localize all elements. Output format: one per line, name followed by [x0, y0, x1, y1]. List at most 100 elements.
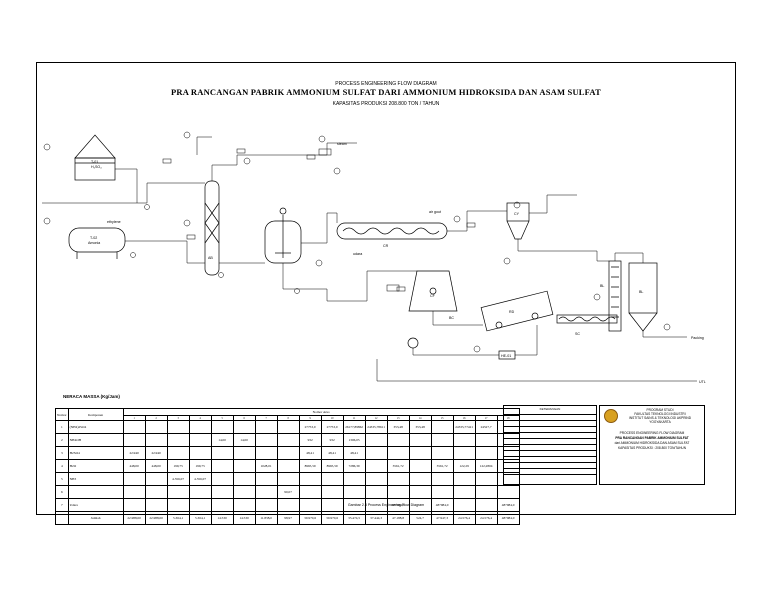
table-cell: 48,41: [298, 446, 322, 460]
label-sc: SC: [575, 332, 580, 336]
table-cell: [408, 459, 432, 473]
total-cell: 24.576,4: [474, 511, 498, 525]
table-cell: [298, 472, 322, 486]
table-cell: [364, 433, 388, 447]
cyclone: [506, 202, 530, 240]
table-cell: [166, 446, 190, 460]
label-steam: steam: [337, 142, 347, 146]
table-cell: [276, 433, 300, 447]
table-cell: [210, 472, 234, 486]
total-cell: 47.188,8: [386, 511, 410, 525]
tank-t02: [68, 227, 126, 259]
total-cell: 98,97: [276, 511, 300, 525]
table-cell: [364, 446, 388, 460]
component-name: NH4OH: [67, 433, 124, 447]
table-cell: [364, 472, 388, 486]
table-cell: [232, 459, 256, 473]
table-cell: [210, 485, 234, 499]
table-cell: [166, 420, 190, 434]
table-cell: 1028,01: [254, 459, 278, 473]
table-cell: 22.940: [122, 446, 146, 460]
table-cell: [144, 485, 168, 499]
flow-diagram: T-01 H₂SO₄ T-02 Amonia AB CR CF RD SC BC…: [42, 131, 706, 384]
table-cell: [122, 433, 146, 447]
table-cell: [122, 485, 146, 499]
total-cell: 14.530: [210, 511, 234, 525]
label-cr: CR: [383, 244, 389, 248]
table-cell: [320, 472, 344, 486]
tb-line3: INSTITUT SAINS & TEKNOLOGI AKPRIND: [628, 416, 692, 420]
title-block: PROGRAM STUDI FAKULTAS TEKNOLOGI INDUSTR…: [599, 405, 705, 485]
table-cell: [408, 485, 432, 499]
table-cell: [144, 433, 168, 447]
table-cell: [298, 485, 322, 499]
table-cell: 448,00: [144, 459, 168, 473]
label-packing: Packing: [691, 336, 704, 340]
table-cell: [364, 485, 388, 499]
table-cell: [232, 446, 256, 460]
table-cell: 4.356,07: [166, 472, 190, 486]
table-cell: 90,07: [276, 485, 300, 499]
table-cell: 122,2804: [474, 459, 498, 473]
table-cell: 22.940: [144, 446, 168, 460]
table-cell: 24335,78611: [364, 420, 388, 434]
table-cell: 353,48: [408, 420, 432, 434]
total-cell: 22.988,00: [144, 511, 168, 525]
piping: [42, 136, 697, 382]
total-cell: 22.988,00: [122, 511, 146, 525]
total-cell: 14.530: [232, 511, 256, 525]
total-cell: 37.444,3: [364, 511, 388, 525]
table-cell: [122, 472, 146, 486]
col-header-arus: Nomor Arus: [122, 408, 520, 416]
university-logo: [604, 409, 618, 423]
instrument-bubbles: [43, 131, 671, 353]
table-cell: [276, 472, 300, 486]
tb-line5: PROCESS ENGINEERING FLOW DIAGRAM: [619, 431, 685, 435]
absorber-column: [204, 180, 220, 276]
table-cell: [342, 472, 366, 486]
label-cf: CF: [430, 294, 436, 298]
table-cell: [408, 433, 432, 447]
table-cell: [430, 420, 454, 434]
table-cell: [474, 433, 498, 447]
table-cell: [452, 485, 476, 499]
tank-t01: [74, 134, 116, 181]
table-cell: 7286,39: [342, 459, 366, 473]
table-cell: 27753,0: [298, 420, 322, 434]
total-cell: 39.970,6: [320, 511, 344, 525]
component-name: H2O: [67, 459, 124, 473]
table-cell: [386, 446, 410, 460]
table-cell: [386, 485, 410, 499]
label-bl: BL: [639, 290, 643, 294]
label-cy: CY: [514, 212, 520, 216]
total-label: Jumlah: [67, 511, 124, 525]
total-cell: 35.474,5: [342, 511, 366, 525]
table-cell: 3561,72: [386, 459, 410, 473]
table-cell: [276, 446, 300, 460]
blower: [407, 337, 419, 349]
label-t02: T-02: [90, 236, 97, 240]
table-cell: [430, 446, 454, 460]
table-cell: [496, 485, 520, 499]
component-name: [67, 485, 124, 499]
table-cell: 48,41: [320, 446, 344, 460]
row-number: 2: [55, 433, 69, 447]
table-cell: [144, 472, 168, 486]
label-rd: RD: [509, 310, 515, 314]
table-cell: 8965,59: [298, 459, 322, 473]
total-cell: 24.576,4: [452, 511, 476, 525]
table-cell: 3561,72: [430, 459, 454, 473]
table-cell: [408, 446, 432, 460]
table-cell: [122, 420, 146, 434]
table-cell: [188, 420, 212, 434]
row-number: 1: [55, 420, 69, 434]
valves-pumps: [130, 148, 476, 294]
tb-line2: FAKULTAS TEKNOLOGI INDUSTRI: [634, 412, 686, 416]
table-cell: [166, 485, 190, 499]
table-cell: [188, 433, 212, 447]
